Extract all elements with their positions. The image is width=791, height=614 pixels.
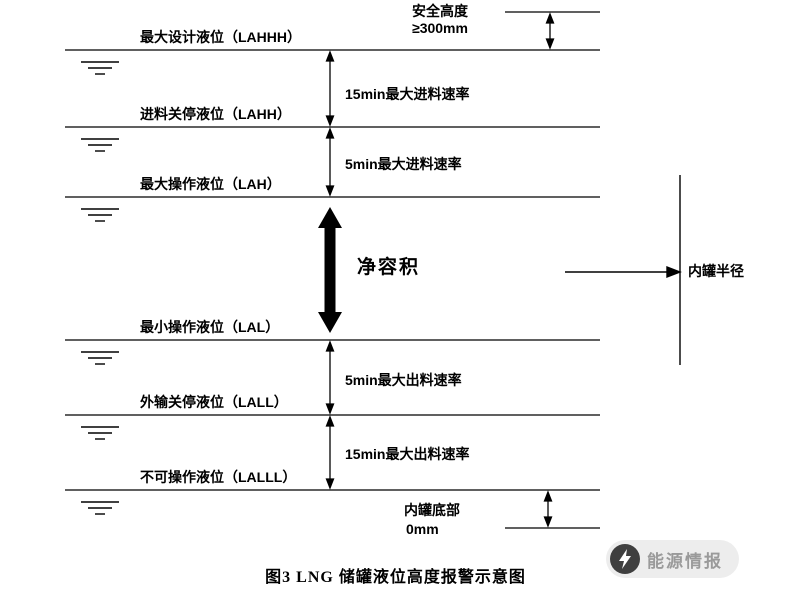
level-label-lahh: 进料关停液位（LAHH）: [140, 106, 291, 122]
safety-height-label: 安全高度 ≥300mm: [398, 3, 482, 37]
level-lines: [65, 11, 600, 529]
level-label-lal: 最小操作液位（LAL）: [140, 319, 280, 335]
tank-bottom-label: 内罐底部: [404, 502, 460, 518]
net-volume-label: 净容积: [357, 257, 421, 278]
arrow-safety-height: [545, 12, 555, 50]
radius-arrow-head: [666, 265, 682, 279]
interval-label-out-15min: 15min最大出料速率: [345, 446, 470, 462]
radius-label: 内罐半径: [688, 263, 744, 279]
radius-reference: [565, 175, 682, 365]
interval-label-feed-15min: 15min最大进料速率: [345, 86, 470, 102]
interval-label-feed-5min: 5min最大进料速率: [345, 156, 462, 172]
energy-news-logo-icon: [610, 544, 640, 574]
arrow-feed-15min: [325, 50, 335, 127]
tank-bottom-value: 0mm: [406, 521, 439, 537]
water-surface-icon: [81, 501, 119, 515]
water-surface-icon: [81, 61, 119, 75]
safety-height-title: 安全高度: [412, 3, 468, 19]
level-label-lall: 外输关停液位（LALL）: [140, 394, 288, 410]
water-surface-icon: [81, 351, 119, 365]
arrow-feed-5min: [325, 127, 335, 197]
measure-arrows: [325, 12, 555, 528]
level-label-lalll: 不可操作液位（LALLL）: [140, 469, 297, 485]
interval-label-out-5min: 5min最大出料速率: [345, 372, 462, 388]
water-surface-icons: [81, 61, 119, 515]
water-surface-icon: [81, 208, 119, 222]
level-label-lah: 最大操作液位（LAH）: [140, 176, 281, 192]
safety-height-value: ≥300mm: [412, 20, 468, 36]
net-volume-thick-arrow: [318, 207, 342, 333]
arrow-tank-bottom: [543, 490, 553, 528]
arrow-out-5min: [325, 340, 335, 415]
figure-caption: 图3 LNG 储罐液位高度报警示意图: [265, 569, 526, 586]
watermark-text: 能源情报: [647, 551, 723, 571]
watermark-badge: 能源情报: [606, 540, 739, 578]
water-surface-icon: [81, 138, 119, 152]
level-label-lahhh: 最大设计液位（LAHHH）: [140, 29, 301, 45]
arrow-out-15min: [325, 415, 335, 490]
water-surface-icon: [81, 426, 119, 440]
